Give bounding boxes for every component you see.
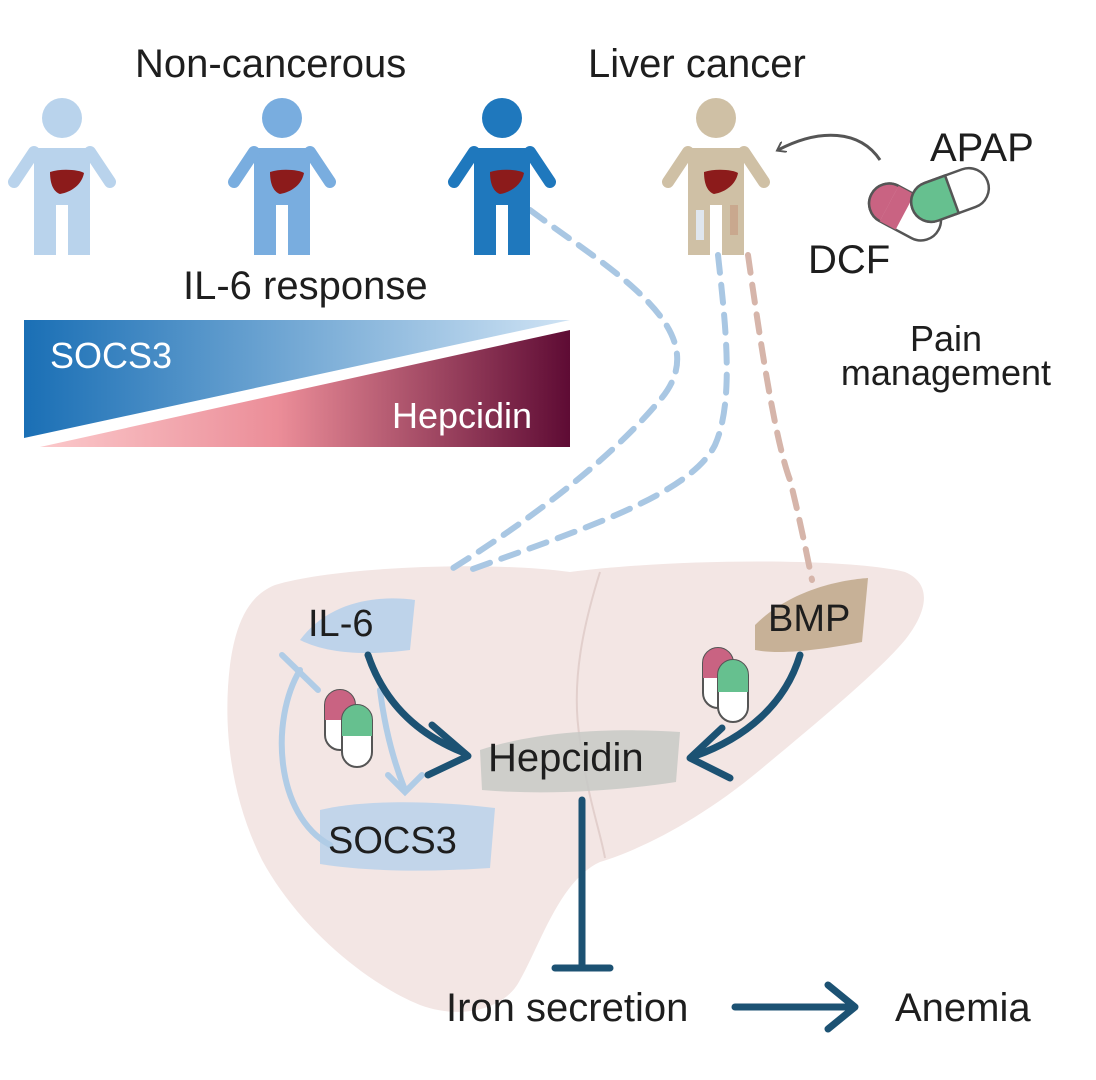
label-socs3: SOCS3 (328, 820, 457, 862)
label-apap: APAP (930, 126, 1034, 170)
label-socs3-gradient: SOCS3 (50, 335, 173, 376)
socs3-brush-highlight (320, 802, 495, 871)
pill-to-patient-arrow (778, 133, 882, 161)
figure-person-1 (8, 98, 116, 255)
small-liver-icon-3 (490, 169, 524, 194)
label-pain-management: Pain management (840, 318, 1052, 393)
label-il6: IL-6 (308, 603, 374, 645)
figure-person-3 (448, 98, 556, 255)
liver-pill-right-icon (702, 647, 749, 723)
pill-apap-icon (909, 166, 991, 224)
label-il6-response: IL-6 response (183, 264, 428, 308)
hepcidin-brush-highlight (480, 730, 680, 793)
bmp-to-hepcidin-arrowhead (686, 724, 734, 782)
pill-dcf-icon (867, 182, 943, 242)
label-bmp: BMP (768, 598, 851, 640)
label-liver-cancer: Liver cancer (588, 42, 806, 86)
socs3-gradient-wedge (24, 320, 570, 438)
liver-pill-left-icon (324, 689, 373, 768)
label-non-cancerous: Non-cancerous (135, 42, 407, 86)
label-hepcidin: Hepcidin (488, 736, 644, 780)
small-liver-icon-4 (704, 169, 738, 194)
il6-brush-highlight (300, 598, 415, 653)
small-liver-icon-1 (50, 169, 84, 194)
label-iron-secretion: Iron secretion (446, 986, 689, 1030)
hepcidin-gradient-wedge (40, 330, 570, 447)
il6-to-socs3-arrow (377, 687, 408, 793)
dashed-connector-blue-2 (467, 252, 730, 573)
figure-person-2 (228, 98, 336, 255)
label-anemia: Anemia (895, 986, 1031, 1030)
dashed-connector-tan (745, 252, 815, 583)
label-dcf: DCF (808, 238, 891, 282)
il6-to-hepcidin-arrow (364, 651, 466, 756)
label-hepcidin-gradient: Hepcidin (392, 395, 533, 436)
bmp-to-hepcidin-arrow (691, 651, 804, 760)
dashed-connector-blue-1 (447, 207, 681, 573)
iron-to-anemia-arrowhead (824, 981, 859, 1033)
small-liver-icon-2 (270, 169, 304, 194)
socs3-inhibition-bar (279, 652, 321, 693)
figure-person-cancer (662, 98, 770, 255)
il6-to-socs3-arrowhead (385, 772, 425, 797)
socs3-feedback-loop (278, 667, 333, 848)
bmp-brush-highlight (755, 578, 868, 653)
il6-to-hepcidin-arrowhead (424, 721, 472, 779)
